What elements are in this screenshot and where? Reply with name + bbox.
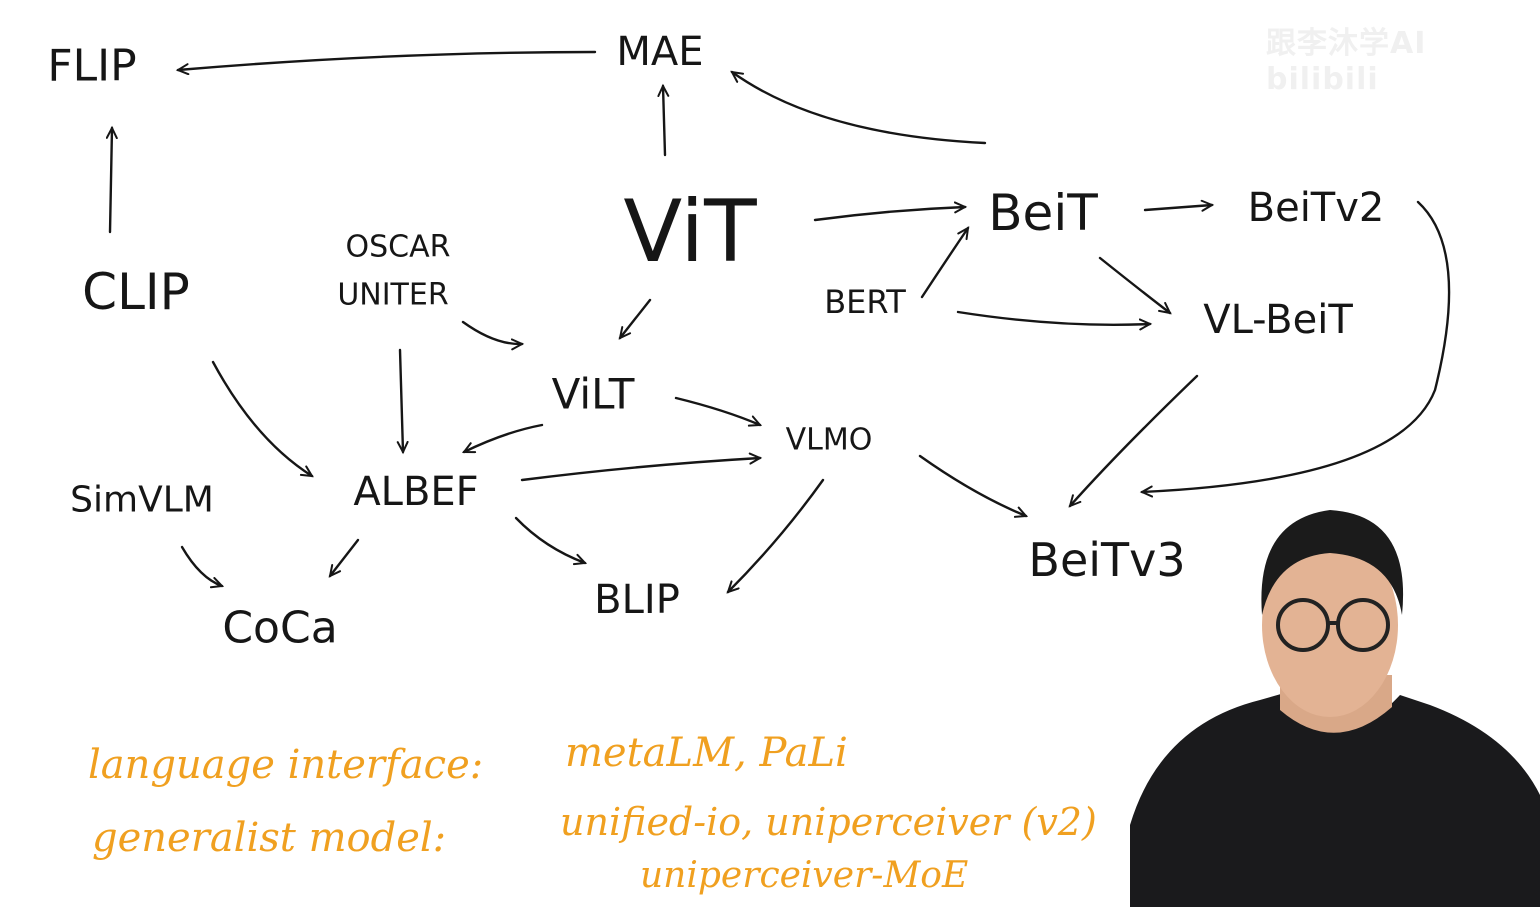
node-vilt: ViLT: [551, 369, 635, 419]
note-uniperceiver-moe: uniperceiver-MoE: [640, 855, 969, 896]
edge-vlmo-to-beitv3: [918, 454, 1029, 518]
node-vlmo: VLMO: [785, 422, 873, 458]
note-language-interface-items: metaLM, PaLi: [565, 730, 848, 776]
node-flip: FLIP: [47, 40, 137, 92]
edge-clip-to-flip: [105, 125, 118, 234]
edge-vlbeit-to-beitv3: [1068, 374, 1199, 508]
presenter-hoodie: [1130, 690, 1540, 907]
watermark: 跟李沐学AI bilibili: [1266, 26, 1427, 97]
presenter-hair: [1261, 510, 1404, 615]
edge-clip-to-albef: [211, 360, 314, 478]
node-uniter: UNITER: [337, 277, 449, 313]
edge-mae-to-flip: [175, 50, 597, 76]
note-language-interface-label: language interface:: [88, 742, 484, 788]
node-beitv2: BeiTv2: [1247, 185, 1385, 231]
edge-bert-to-beit: [920, 226, 970, 299]
presenter-video: [1130, 510, 1540, 907]
note-generalist-model-label: generalist model:: [92, 815, 447, 861]
edge-vit-to-mae: [657, 83, 670, 157]
edge-beit-to-beitv2: [1143, 199, 1215, 212]
node-vl-beit: VL-BeiT: [1203, 297, 1353, 343]
node-simvlm: SimVLM: [70, 479, 214, 521]
node-beitv3: BeiTv3: [1028, 533, 1186, 587]
node-mae: MAE: [616, 29, 704, 75]
edge-simvlm-to-coca: [180, 545, 225, 589]
edge-albef-to-vlmo: [520, 452, 763, 482]
edge-bert-to-vlbeit: [956, 310, 1153, 331]
edge-beit-to-vlbeit: [1098, 256, 1172, 315]
node-clip: CLIP: [82, 263, 190, 321]
edge-vlmo-to-blip: [726, 478, 825, 594]
edge-beit-to-mae: [730, 70, 987, 145]
note-generalist-model-items: unified-io, uniperceiver (v2): [560, 800, 1097, 844]
edge-albef-to-blip: [514, 516, 588, 566]
edge-vilt-to-vlmo: [674, 396, 763, 427]
edge-vit-to-vilt: [618, 298, 652, 340]
edge-vit-to-beit: [813, 201, 968, 222]
node-bert: BERT: [824, 283, 906, 321]
node-beit: BeiT: [988, 184, 1098, 242]
node-albef: ALBEF: [353, 469, 479, 515]
node-coca: CoCa: [222, 602, 338, 654]
edge-uniter-to-albef: [396, 348, 409, 455]
node-oscar: OSCAR: [345, 229, 451, 265]
edge-vilt-to-albef: [461, 423, 544, 454]
edge-albef-to-coca: [328, 538, 360, 578]
node-vit: ViT: [623, 182, 757, 282]
edge-beitv2-to-beitv3: [1139, 200, 1451, 498]
edge-oscar-to-vilt: [461, 320, 525, 351]
node-blip: BLIP: [594, 577, 680, 623]
